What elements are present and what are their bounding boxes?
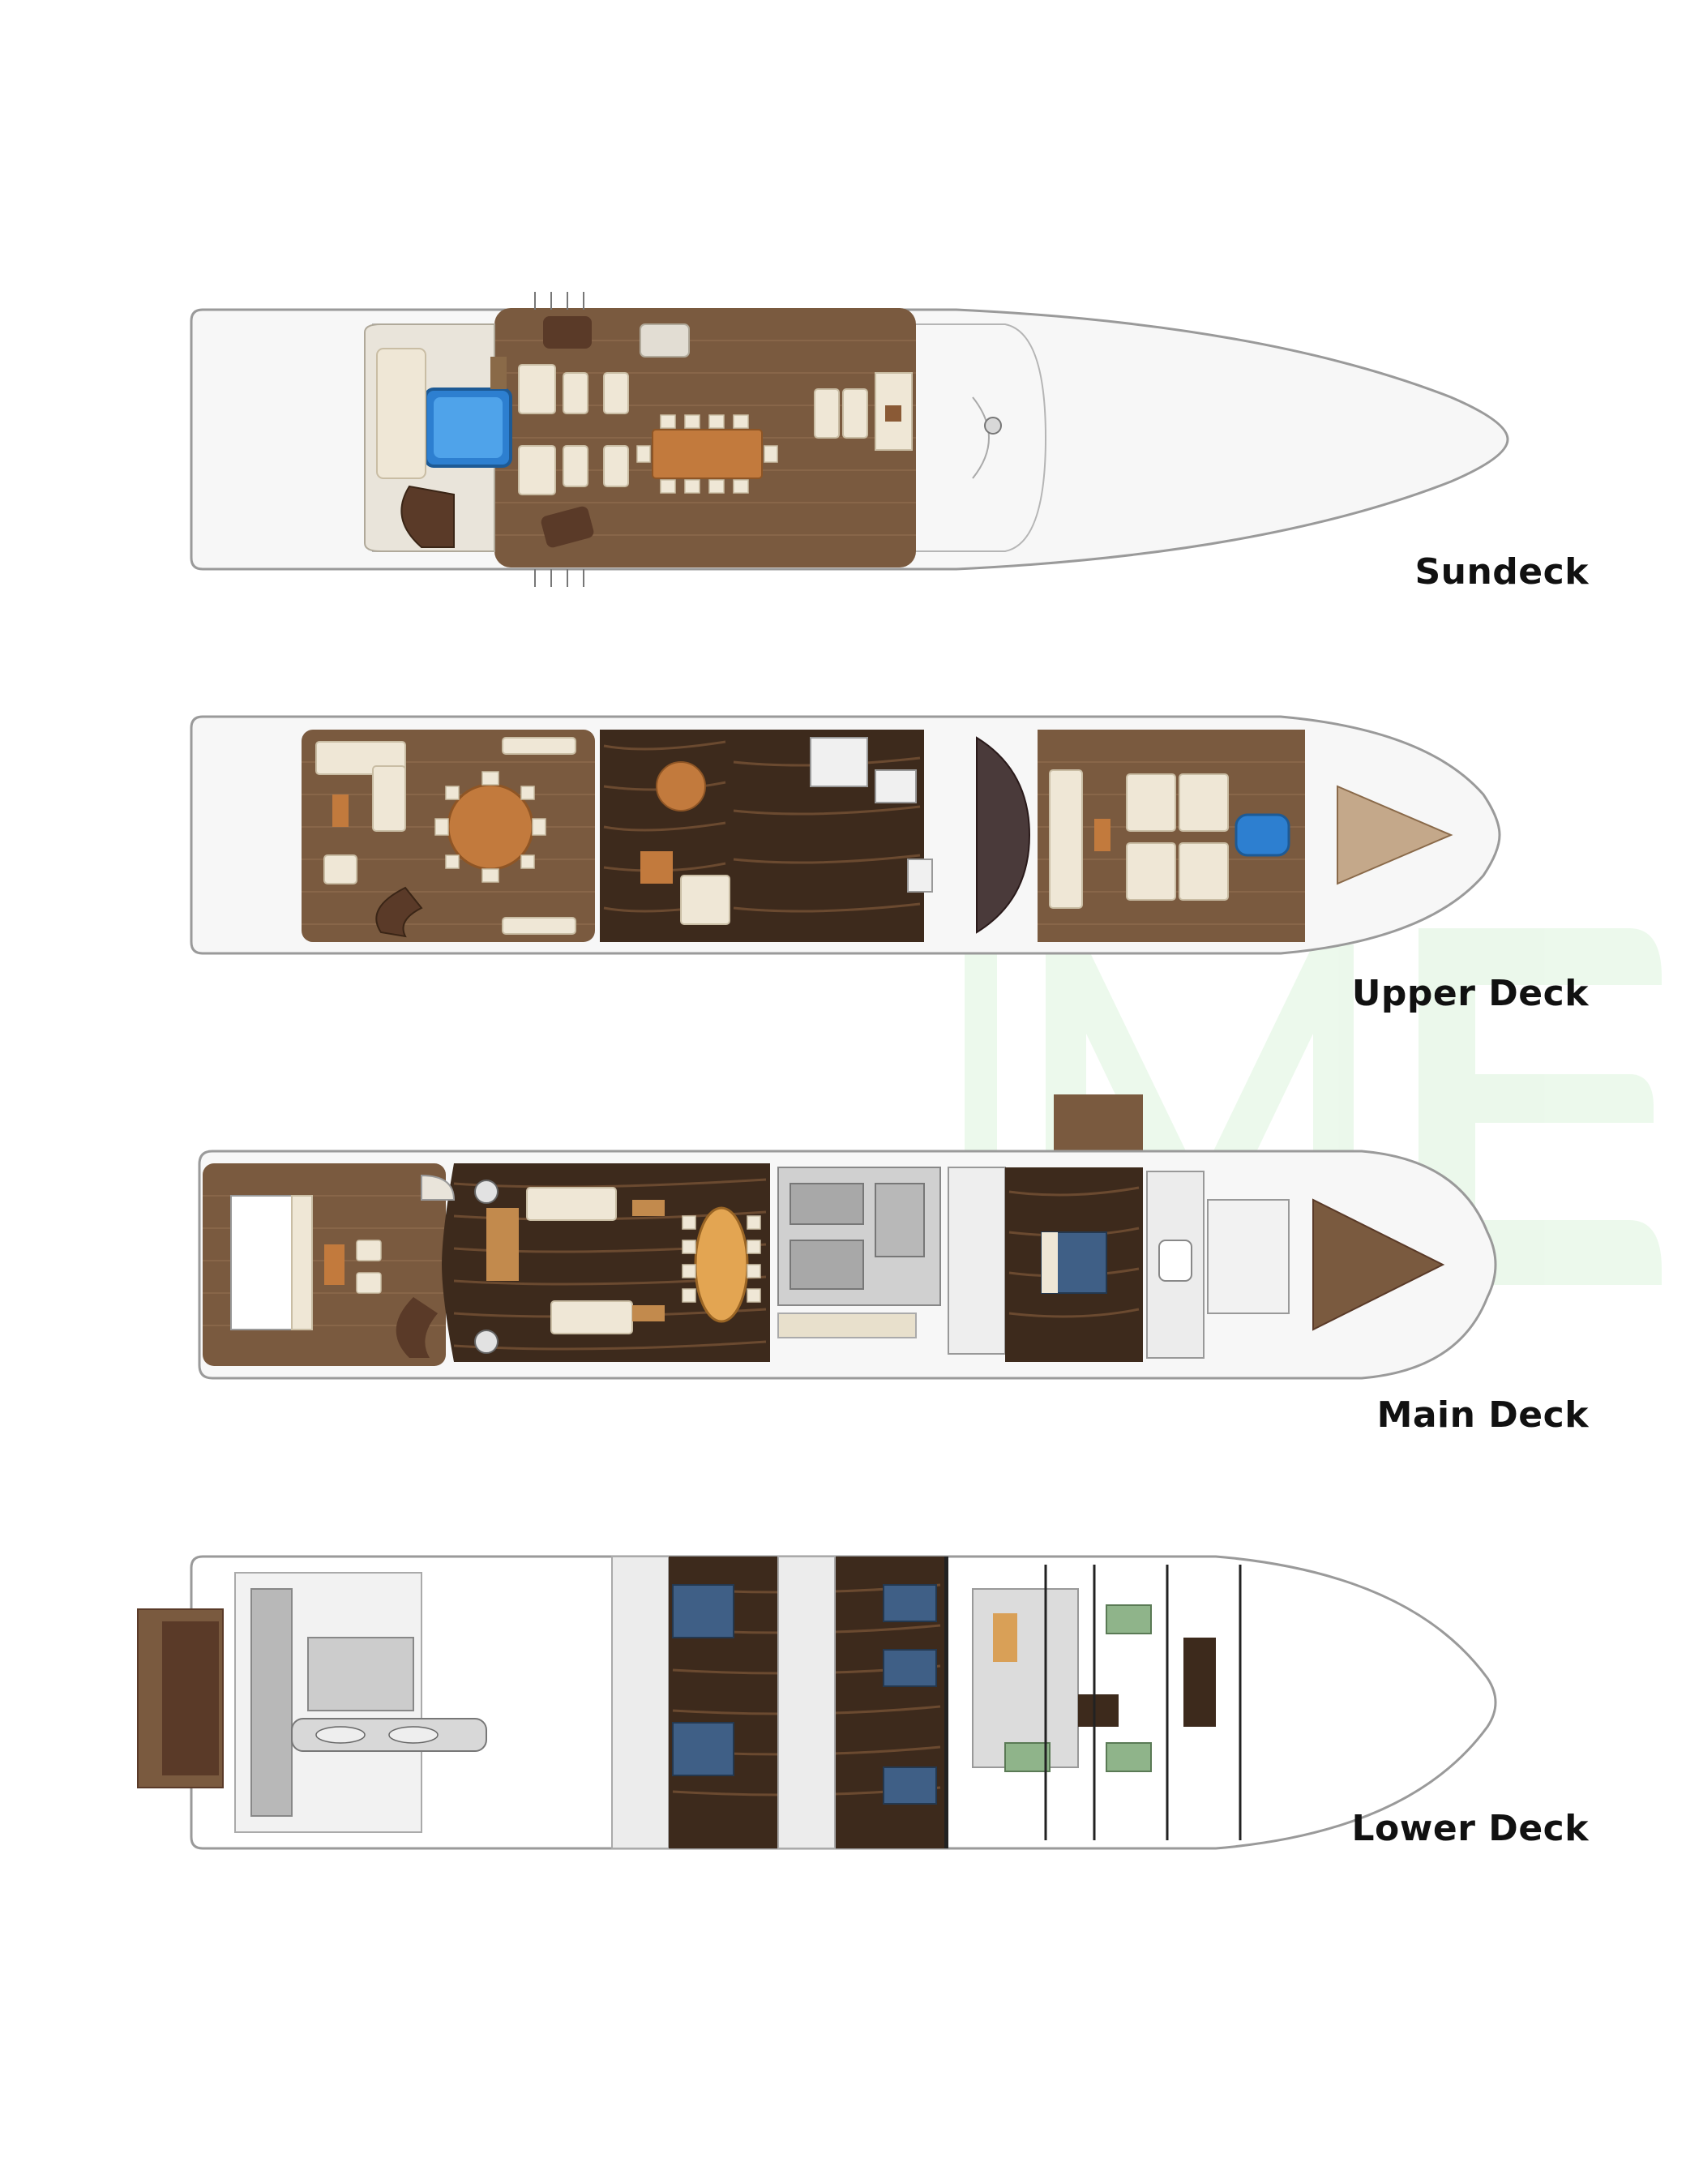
deck-label-upper-deck: Upper Deck — [1351, 973, 1589, 1014]
crew-bunk-1 — [1106, 1604, 1152, 1634]
sundeck-dining-table — [652, 429, 763, 479]
deck-label-main-deck: Main Deck — [1376, 1394, 1589, 1436]
crew-bunk-3 — [1004, 1742, 1051, 1772]
sundeck-plan — [190, 292, 1509, 587]
guest-bed-1 — [672, 1584, 734, 1638]
upper-jacuzzi — [1235, 813, 1290, 857]
guest-bed-3 — [883, 1584, 937, 1622]
main-deck-plan — [198, 1094, 1497, 1380]
guest-bed-4 — [883, 1649, 937, 1687]
upper-aft-round-table — [447, 783, 534, 871]
guest-bed-5 — [883, 1766, 937, 1805]
crew-bunk-2 — [1106, 1742, 1152, 1772]
lower-deck-plan — [137, 1555, 1497, 1850]
main-dining-table — [694, 1206, 749, 1323]
deck-label-sundeck: Sundeck — [1414, 551, 1589, 593]
guest-bed-2 — [672, 1722, 734, 1776]
lower-crew-mess — [972, 1588, 1079, 1768]
deck-label-lower-deck: Lower Deck — [1351, 1808, 1589, 1849]
upper-deck-plan — [190, 715, 1501, 955]
